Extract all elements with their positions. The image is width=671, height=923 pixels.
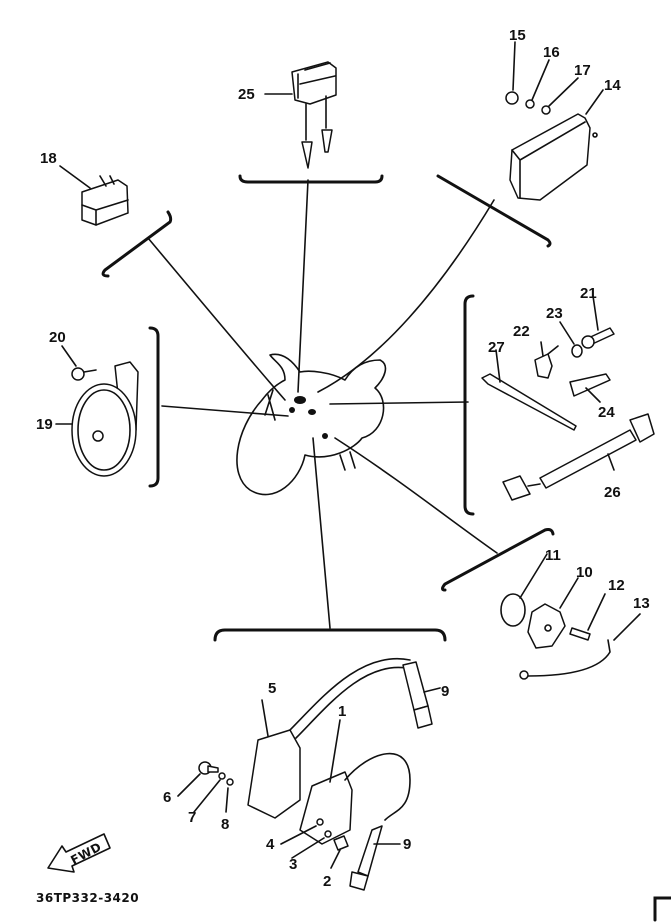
- part-21-bolt: [581, 295, 615, 349]
- forward-arrow-icon: FWD: [47, 833, 111, 873]
- leader-lines: [147, 179, 498, 629]
- callout-9-lower: 9: [403, 836, 411, 853]
- part-11-o-ring: [500, 553, 548, 627]
- part-25-connector: [264, 61, 337, 169]
- callout-11: 11: [545, 547, 561, 564]
- callout-5: 5: [268, 680, 276, 697]
- callout-27: 27: [488, 339, 505, 356]
- part-18-relay: [59, 165, 129, 226]
- callout-10: 10: [576, 564, 593, 581]
- part-27-band: [481, 349, 577, 431]
- motorcycle-outline: [236, 353, 387, 496]
- callout-20: 20: [49, 329, 66, 346]
- callout-3: 3: [289, 856, 297, 873]
- callout-17: 17: [574, 62, 591, 79]
- part-9-plug-cap: [349, 661, 441, 891]
- callout-16: 16: [543, 44, 560, 61]
- parts-2-8-hardware: [177, 761, 349, 869]
- callout-6: 6: [163, 789, 171, 806]
- callout-8: 8: [221, 816, 229, 833]
- callout-19: 19: [36, 416, 53, 433]
- part-1-ignition-coil: [299, 719, 411, 845]
- callout-9-upper: 9: [441, 683, 449, 700]
- callout-labels: 15 16 17 14 25 18 20 19 21 23 22 27 24 2…: [36, 27, 650, 890]
- callout-18: 18: [40, 150, 57, 167]
- callout-4: 4: [266, 836, 275, 853]
- callout-22: 22: [513, 323, 530, 340]
- callout-23: 23: [546, 305, 563, 322]
- group-brackets: [101, 174, 671, 922]
- forward-arrow-label: FWD: [68, 840, 104, 868]
- part-12-screw: [569, 593, 606, 641]
- callout-14: 14: [604, 77, 621, 94]
- part-15-16-17-hardware: [505, 41, 579, 115]
- catalog-code: 36TP332-3420: [36, 891, 139, 905]
- part-5-ignition-coil: [247, 657, 411, 819]
- part-23-washer: [559, 321, 583, 358]
- callout-7: 7: [188, 809, 196, 826]
- part-10-sensor: [527, 577, 579, 649]
- callout-25: 25: [238, 86, 255, 103]
- callout-1: 1: [338, 703, 346, 720]
- part-14-control-unit: [509, 89, 604, 201]
- part-19-horn: [55, 361, 139, 477]
- part-20-bolt: [61, 345, 97, 381]
- callout-2: 2: [323, 873, 331, 890]
- callout-12: 12: [608, 577, 625, 594]
- callout-15: 15: [509, 27, 526, 44]
- callout-26: 26: [604, 484, 621, 501]
- callout-24: 24: [598, 404, 615, 421]
- part-22-clamp: [534, 341, 559, 379]
- part-13-lead-wire: [519, 613, 641, 680]
- callout-21: 21: [580, 285, 597, 302]
- part-24-clamp: [569, 373, 611, 403]
- part-26-lead: [502, 413, 655, 501]
- callout-13: 13: [633, 595, 650, 612]
